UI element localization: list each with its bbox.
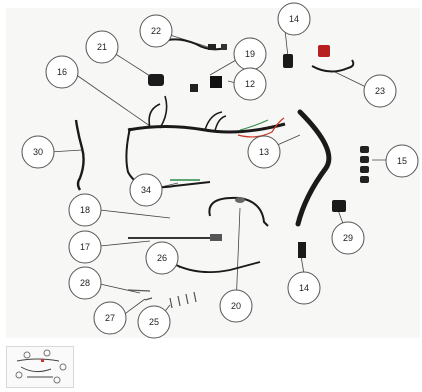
callout-label: 34: [141, 185, 151, 195]
callout-label: 19: [245, 49, 255, 59]
callout-16: 16: [45, 55, 79, 89]
harness-parts: [74, 38, 369, 309]
callout-22: 22: [139, 14, 173, 48]
callout-18: 18: [68, 193, 102, 227]
callout-15: 15: [385, 144, 419, 178]
callout-label: 28: [80, 278, 90, 288]
leader-lines: [49, 29, 398, 326]
callout-12: 12: [233, 67, 267, 101]
callout-label: 15: [397, 156, 407, 166]
callout-34: 34: [129, 173, 163, 207]
callout-label: 20: [231, 301, 241, 311]
callout-20: 20: [219, 289, 253, 323]
callout-label: 29: [343, 233, 353, 243]
callout-label: 30: [33, 147, 43, 157]
callout-26: 26: [145, 241, 179, 275]
callout-label: 26: [157, 253, 167, 263]
thumbnail-preview-icon[interactable]: [6, 346, 74, 388]
callout-label: 16: [57, 67, 67, 77]
callout-label: 25: [149, 317, 159, 327]
callout-30: 30: [21, 135, 55, 169]
callout-13: 13: [247, 135, 281, 169]
callout-29: 29: [331, 221, 365, 255]
callout-label: 13: [259, 147, 269, 157]
callout-23: 23: [363, 74, 397, 108]
callout-label: 14: [289, 14, 299, 24]
callout-14-top: 14: [277, 2, 311, 36]
callout-14-bottom: 14: [287, 271, 321, 305]
callout-label: 27: [105, 313, 115, 323]
callout-label: 18: [80, 205, 90, 215]
callout-label: 14: [299, 283, 309, 293]
callouts: 14 22 21 19 16 12 23 13 30 15 34 18 29 1…: [21, 2, 419, 339]
callout-25: 25: [137, 305, 171, 339]
callout-21: 21: [85, 30, 119, 64]
callout-label: 22: [151, 26, 161, 36]
callout-19: 19: [233, 37, 267, 71]
callout-label: 23: [375, 86, 385, 96]
callout-17: 17: [68, 230, 102, 264]
callout-label: 12: [245, 79, 255, 89]
callout-label: 21: [97, 42, 107, 52]
callout-28: 28: [68, 266, 102, 300]
callout-27: 27: [93, 301, 127, 335]
callout-label: 17: [80, 242, 90, 252]
thumbnail-drawing: [15, 349, 67, 384]
